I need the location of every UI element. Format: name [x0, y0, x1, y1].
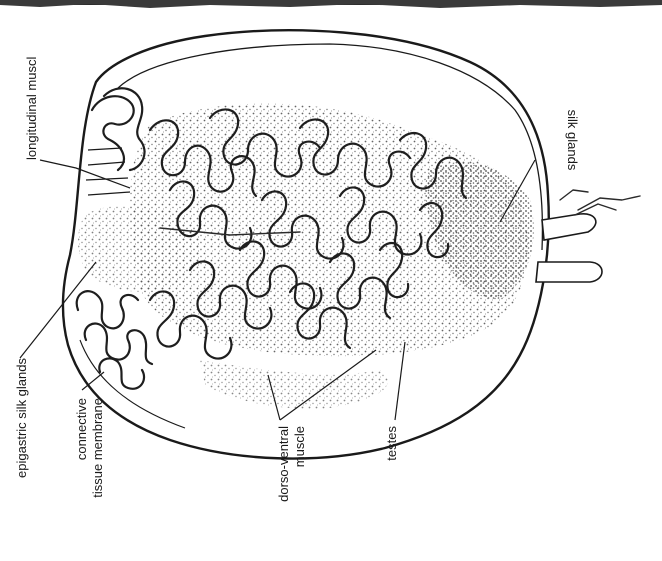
label-connective-tissue-line2: tissue membrane [90, 398, 105, 498]
label-dorso-ventral-line1: dorso-ventral [276, 426, 291, 502]
label-connective-tissue-line1: connective [74, 398, 89, 460]
label-dorso-ventral-line2: muscle [292, 426, 307, 467]
label-longitudinal-muscle: longitudinal muscl [24, 57, 39, 160]
spinnerets [536, 190, 640, 282]
label-epigastric-silk-glands: epigastric silk glands [14, 358, 29, 478]
label-testes: testes [384, 426, 399, 461]
label-silk-glands: silk glands [565, 110, 580, 171]
epigastric-silk-glands [77, 291, 152, 389]
scan-top-border [0, 0, 662, 8]
stippled-tissue [78, 104, 534, 409]
